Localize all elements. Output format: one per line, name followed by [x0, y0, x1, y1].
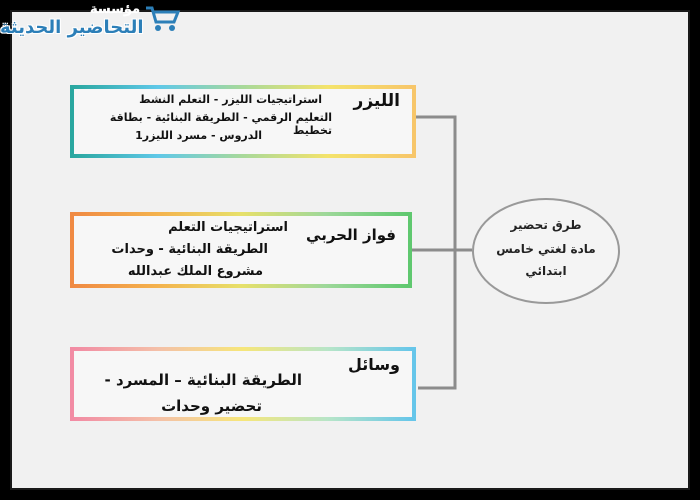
branch-line: الطريقة البنائية – المسرد -: [104, 371, 302, 389]
branch-line: تحضير وحدات: [161, 397, 262, 415]
brand-logo: مؤسسة التحاضير الحديثة: [0, 0, 190, 48]
branch-title-fawaz: فواز الحربي: [306, 226, 396, 244]
center-line: مادة لغتي خامس: [496, 242, 596, 256]
branch-line: الطريقة البنائية - وحدات: [111, 242, 268, 257]
brand-top-text: مؤسسة: [90, 2, 141, 17]
cart-icon: [146, 6, 181, 31]
branch-line: الدروس - مسرد الليزر1: [135, 129, 262, 142]
branch-box-means: وسائل الطريقة البنائية – المسرد - تحضير …: [70, 347, 416, 421]
branch-bracket: [416, 115, 457, 390]
branch-title-laser: الليزر: [353, 91, 400, 111]
center-line: طرق تحضير: [510, 218, 582, 232]
branch-box-laser: الليزر استراتيجيات الليزر - التعلم النشط…: [70, 85, 416, 158]
branch-box-fawaz: فواز الحربي استراتيجيات التعلم الطريقة ا…: [70, 212, 412, 288]
branch-line: استراتيجيات الليزر - التعلم النشط: [139, 93, 322, 106]
center-topic-node: طرق تحضير مادة لغتي خامس ابتدائي: [472, 198, 620, 304]
branch-line: استراتيجيات التعلم: [168, 220, 288, 235]
branch-title-means: وسائل: [348, 355, 400, 374]
brand-main-text: التحاضير الحديثة: [0, 17, 144, 38]
center-line: ابتدائي: [525, 264, 567, 278]
branch-line: مشروع الملك عبدالله: [127, 264, 263, 279]
branch-line: التعليم الرقمي - الطريقة البنائية - بطاق…: [109, 111, 332, 137]
